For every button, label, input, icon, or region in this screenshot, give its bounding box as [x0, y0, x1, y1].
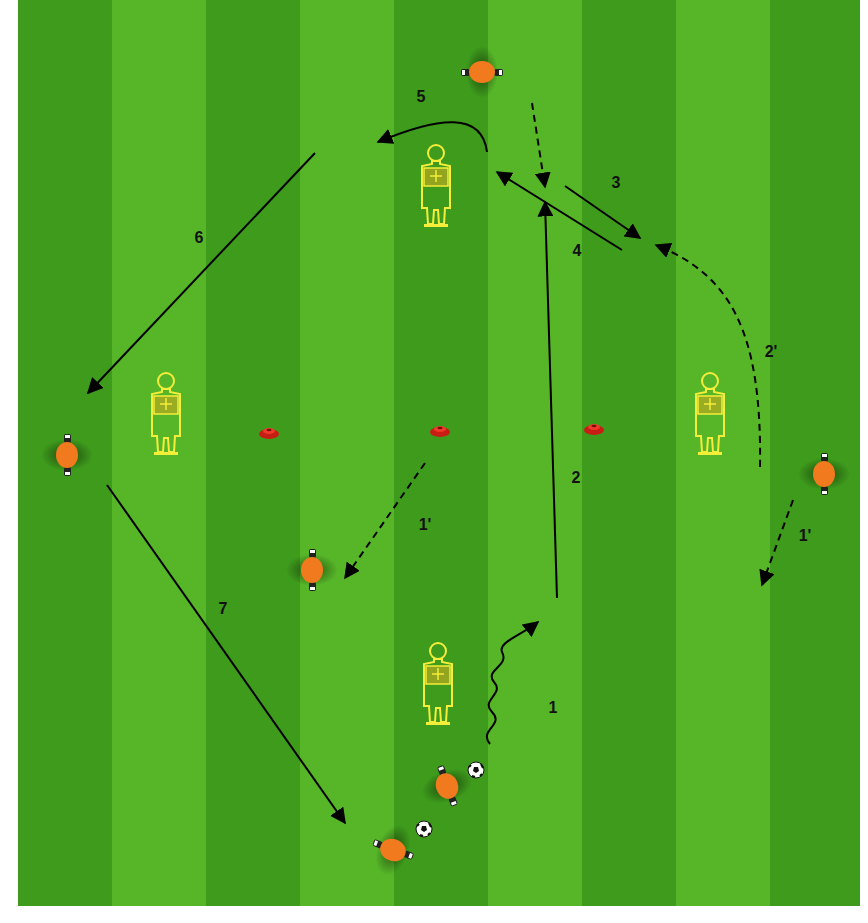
grass-stripes — [18, 0, 860, 906]
callout-number: 4 — [573, 243, 582, 259]
callout-number: 2 — [572, 470, 581, 486]
mannequins — [152, 145, 724, 725]
callout-number: 5 — [417, 89, 426, 105]
callout-number: 1 — [549, 700, 558, 716]
callout-number: 2' — [765, 344, 778, 360]
callout-number: 6 — [195, 230, 204, 246]
callout-number: 1' — [799, 528, 812, 544]
drill-arrows — [88, 103, 793, 823]
callout-number: 7 — [219, 601, 228, 617]
balls — [416, 762, 484, 837]
players — [41, 46, 850, 882]
callout-number: 1' — [419, 517, 432, 533]
callout-number: 3 — [612, 175, 621, 191]
